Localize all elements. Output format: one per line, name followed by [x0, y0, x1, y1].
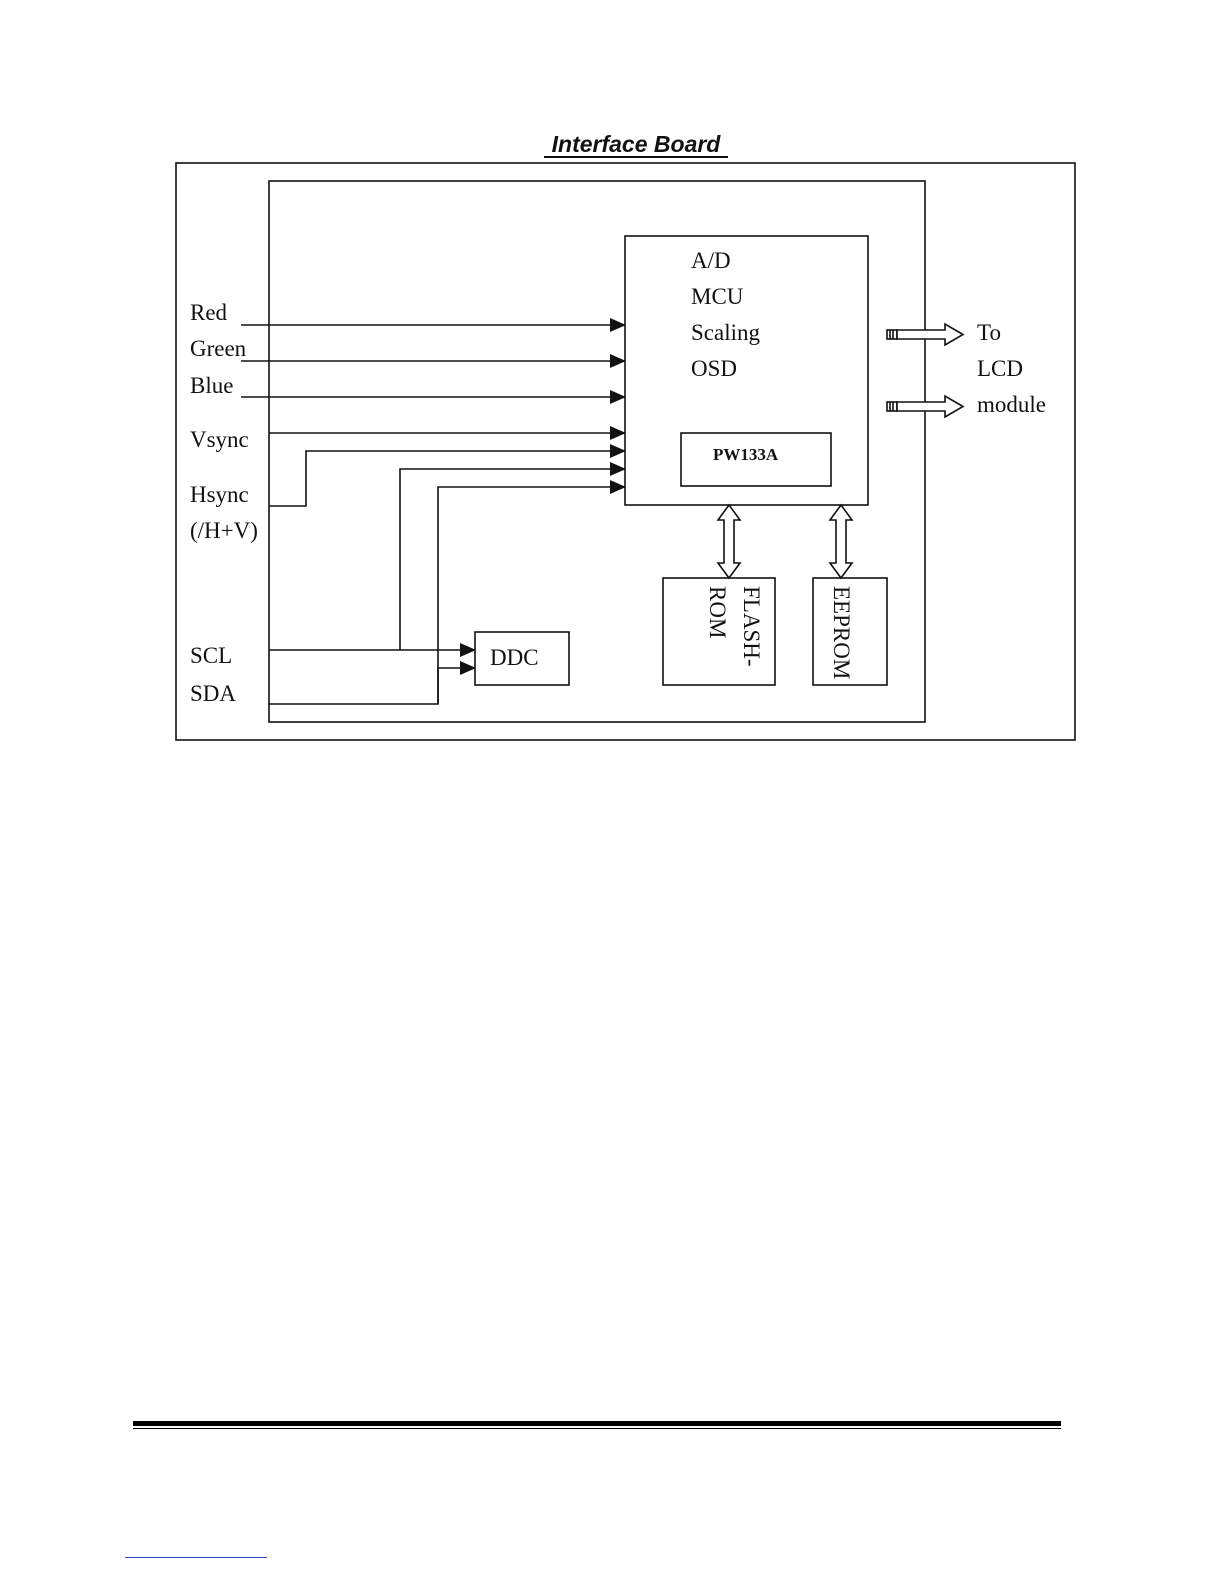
main-block-line-3: Scaling: [691, 320, 760, 345]
output-label-line3: module: [977, 392, 1046, 417]
input-sda-label: SDA: [190, 681, 236, 706]
flash-rom-label-line1: FLASH-: [739, 586, 764, 667]
input-hsync-label: Hsync: [190, 482, 249, 507]
flash-rom-label-line2: ROM: [705, 586, 730, 638]
input-scl-label: SCL: [190, 643, 232, 668]
input-green-label: Green: [190, 336, 247, 361]
footer-rule-thick: [133, 1421, 1061, 1426]
ddc-label: DDC: [490, 645, 539, 670]
main-block-line-1: A/D: [691, 248, 731, 273]
pw133a-label: PW133A: [713, 445, 779, 464]
output-label-line2: LCD: [977, 356, 1023, 381]
footer-link-underline: [125, 1557, 267, 1558]
main-block-line-4: OSD: [691, 356, 737, 381]
input-vsync-label: Vsync: [190, 427, 249, 452]
input-hsync-sub-label: (/H+V): [190, 518, 258, 543]
output-label-line1: To: [977, 320, 1001, 345]
input-red-label: Red: [190, 300, 228, 325]
footer-rule-thin: [133, 1428, 1061, 1429]
eeprom-label: EEPROM: [829, 586, 854, 679]
diagram-title: Interface Board: [552, 131, 722, 157]
input-blue-label: Blue: [190, 373, 233, 398]
main-block-line-2: MCU: [691, 284, 744, 309]
